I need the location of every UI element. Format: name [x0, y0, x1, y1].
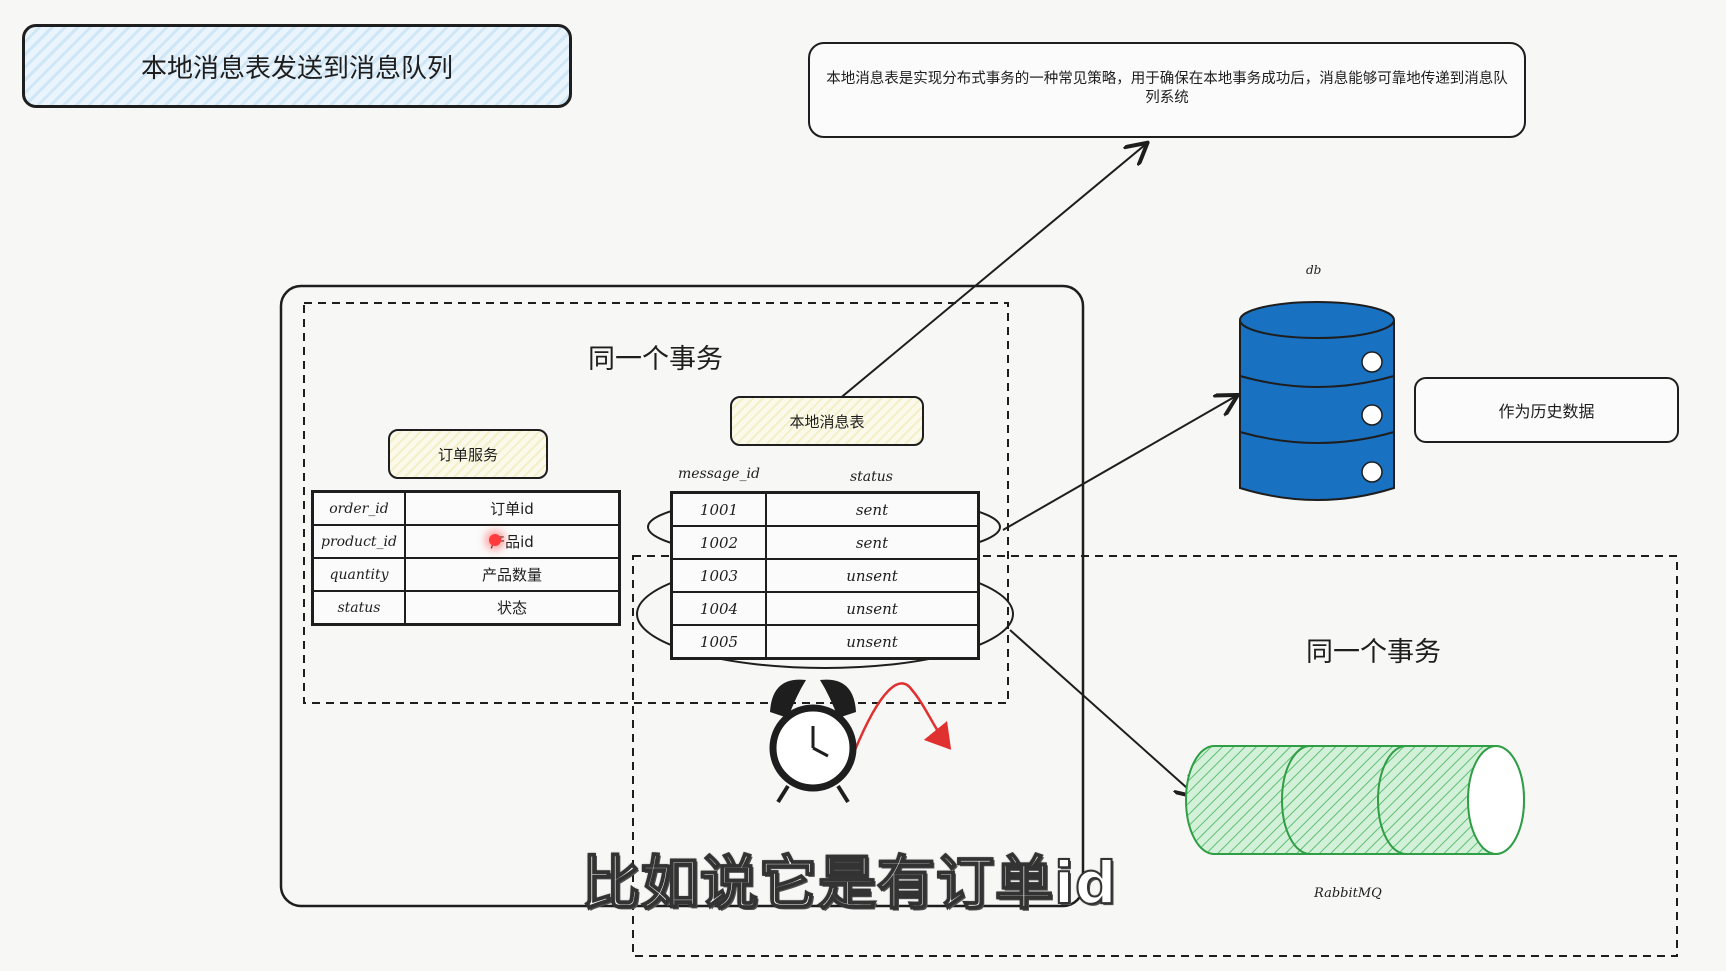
- history-data-label: 作为历史数据: [1498, 402, 1595, 421]
- pointer-highlight: [489, 534, 501, 546]
- table-row: 1001 sent: [670, 491, 980, 527]
- message-id-column-header: message_id: [678, 466, 760, 482]
- db-label: db: [1306, 263, 1322, 277]
- transaction-boundary-1: [303, 302, 1009, 704]
- status-column-header: status: [850, 469, 893, 485]
- field-name: product_id: [311, 524, 406, 559]
- transaction-boundary-2: [632, 555, 1678, 957]
- retry-arrow: [853, 682, 952, 751]
- description-note: 本地消息表是实现分布式事务的一种常见策略，用于确保在本地事务成功后，消息能够可靠…: [808, 42, 1526, 138]
- field-desc: 产品id: [404, 524, 621, 559]
- message-status: sent: [765, 491, 980, 527]
- rabbitmq-label: RabbitMQ: [1314, 886, 1382, 901]
- table-row: 1005 unsent: [670, 624, 980, 660]
- field-name: order_id: [311, 490, 406, 526]
- description-text: 本地消息表是实现分布式事务的一种常见策略，用于确保在本地事务成功后，消息能够可靠…: [826, 71, 1508, 106]
- message-status: unsent: [765, 558, 980, 593]
- service-boundary: [279, 284, 1085, 908]
- order-service-label: 订单服务: [388, 429, 548, 479]
- table-row: 1002 sent: [670, 525, 980, 560]
- message-table: 1001 sent 1002 sent 1003 unsent 1004 uns…: [670, 491, 980, 660]
- arrow-to-mq: [1009, 629, 1196, 796]
- message-id: 1005: [670, 624, 767, 660]
- database-icon: [1239, 301, 1395, 501]
- video-subtitle: 比如说它是有订单id: [581, 848, 1118, 918]
- same-transaction-label-1: 同一个事务: [588, 344, 723, 375]
- table-row: order_id 订单id: [311, 490, 621, 526]
- field-desc: 订单id: [404, 490, 621, 526]
- queue-cylinder-icon: [1185, 745, 1525, 855]
- arrow-to-db: [1002, 396, 1236, 531]
- field-name: quantity: [311, 557, 406, 592]
- message-id: 1002: [670, 525, 767, 560]
- message-status: unsent: [765, 624, 980, 660]
- message-id: 1004: [670, 591, 767, 626]
- message-id: 1003: [670, 558, 767, 593]
- field-name: status: [311, 590, 406, 626]
- field-desc: 产品数量: [404, 557, 621, 592]
- field-desc: 状态: [404, 590, 621, 626]
- table-row: status 状态: [311, 590, 621, 626]
- history-data-box: 作为历史数据: [1414, 377, 1679, 443]
- order-table: order_id 订单id product_id 产品id quantity 产…: [311, 490, 621, 626]
- table-row: 1004 unsent: [670, 591, 980, 626]
- message-status: sent: [765, 525, 980, 560]
- arrow-to-description: [831, 144, 1146, 406]
- table-row: product_id 产品id: [311, 524, 621, 559]
- local-message-table-label: 本地消息表: [730, 396, 924, 446]
- table-row: quantity 产品数量: [311, 557, 621, 592]
- table-row: 1003 unsent: [670, 558, 980, 593]
- diagram-title: 本地消息表发送到消息队列: [22, 24, 572, 108]
- message-status: unsent: [765, 591, 980, 626]
- alarm-clock-icon: [769, 679, 857, 804]
- same-transaction-label-2: 同一个事务: [1306, 637, 1441, 668]
- message-id: 1001: [670, 491, 767, 527]
